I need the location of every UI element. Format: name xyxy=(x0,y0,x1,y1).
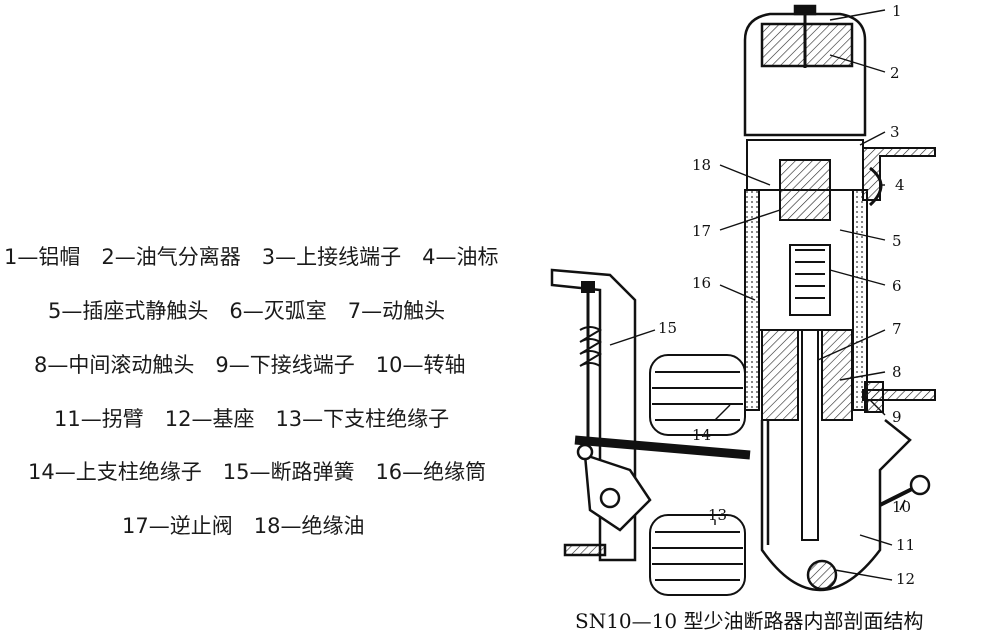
insulating-cylinder xyxy=(744,139,868,541)
leader-lines xyxy=(609,9,906,581)
upper-terminal xyxy=(862,147,936,207)
callout-2: 2 xyxy=(890,64,900,82)
callout-4: 4 xyxy=(895,176,905,194)
callout-12: 12 xyxy=(896,570,915,588)
callout-numbers: 1 2 3 4 5 6 7 8 9 10 11 12 13 14 15 16 1… xyxy=(658,2,915,588)
callout-17: 17 xyxy=(692,222,711,240)
legend-line-2: 5—插座式静触头 6—灭弧室 7—动触头 xyxy=(48,299,446,323)
legend-line-6: 17—逆止阀 18—绝缘油 xyxy=(122,514,365,538)
callout-5: 5 xyxy=(892,232,902,250)
upper-support-insulator xyxy=(649,354,746,436)
callout-11: 11 xyxy=(896,536,915,554)
callout-13: 13 xyxy=(708,506,727,524)
callout-1: 1 xyxy=(892,2,902,20)
callout-14: 14 xyxy=(692,426,711,444)
legend-line-1: 1—铝帽 2—油气分离器 3—上接线端子 4—油标 xyxy=(4,245,499,269)
lower-terminal xyxy=(862,381,936,413)
figure-caption: SN10—10 型少油断路器内部剖面结构 xyxy=(575,609,924,633)
callout-3: 3 xyxy=(890,123,900,141)
lower-support-insulator xyxy=(649,514,746,596)
callout-7: 7 xyxy=(892,320,902,338)
breaker-cross-section: 1 2 3 4 5 6 7 8 9 10 11 12 13 14 15 16 1… xyxy=(550,2,936,596)
callout-15: 15 xyxy=(658,319,677,337)
base-housing xyxy=(760,419,931,592)
support-frame xyxy=(550,268,751,562)
callout-8: 8 xyxy=(892,363,902,381)
opening-spring xyxy=(579,281,602,440)
aluminum-cap xyxy=(743,4,867,137)
callout-6: 6 xyxy=(892,277,902,295)
legend-line-5: 14—上支柱绝缘子 15—断路弹簧 16—绝缘筒 xyxy=(28,460,487,484)
callout-16: 16 xyxy=(692,274,711,292)
legend-line-3: 8—中间滚动触头 9—下接线端子 10—转轴 xyxy=(34,353,466,377)
callout-10: 10 xyxy=(892,498,911,516)
callout-18: 18 xyxy=(692,156,711,174)
callout-9: 9 xyxy=(892,408,902,426)
legend-line-4: 11—拐臂 12—基座 13—下支柱绝缘子 xyxy=(54,407,450,431)
